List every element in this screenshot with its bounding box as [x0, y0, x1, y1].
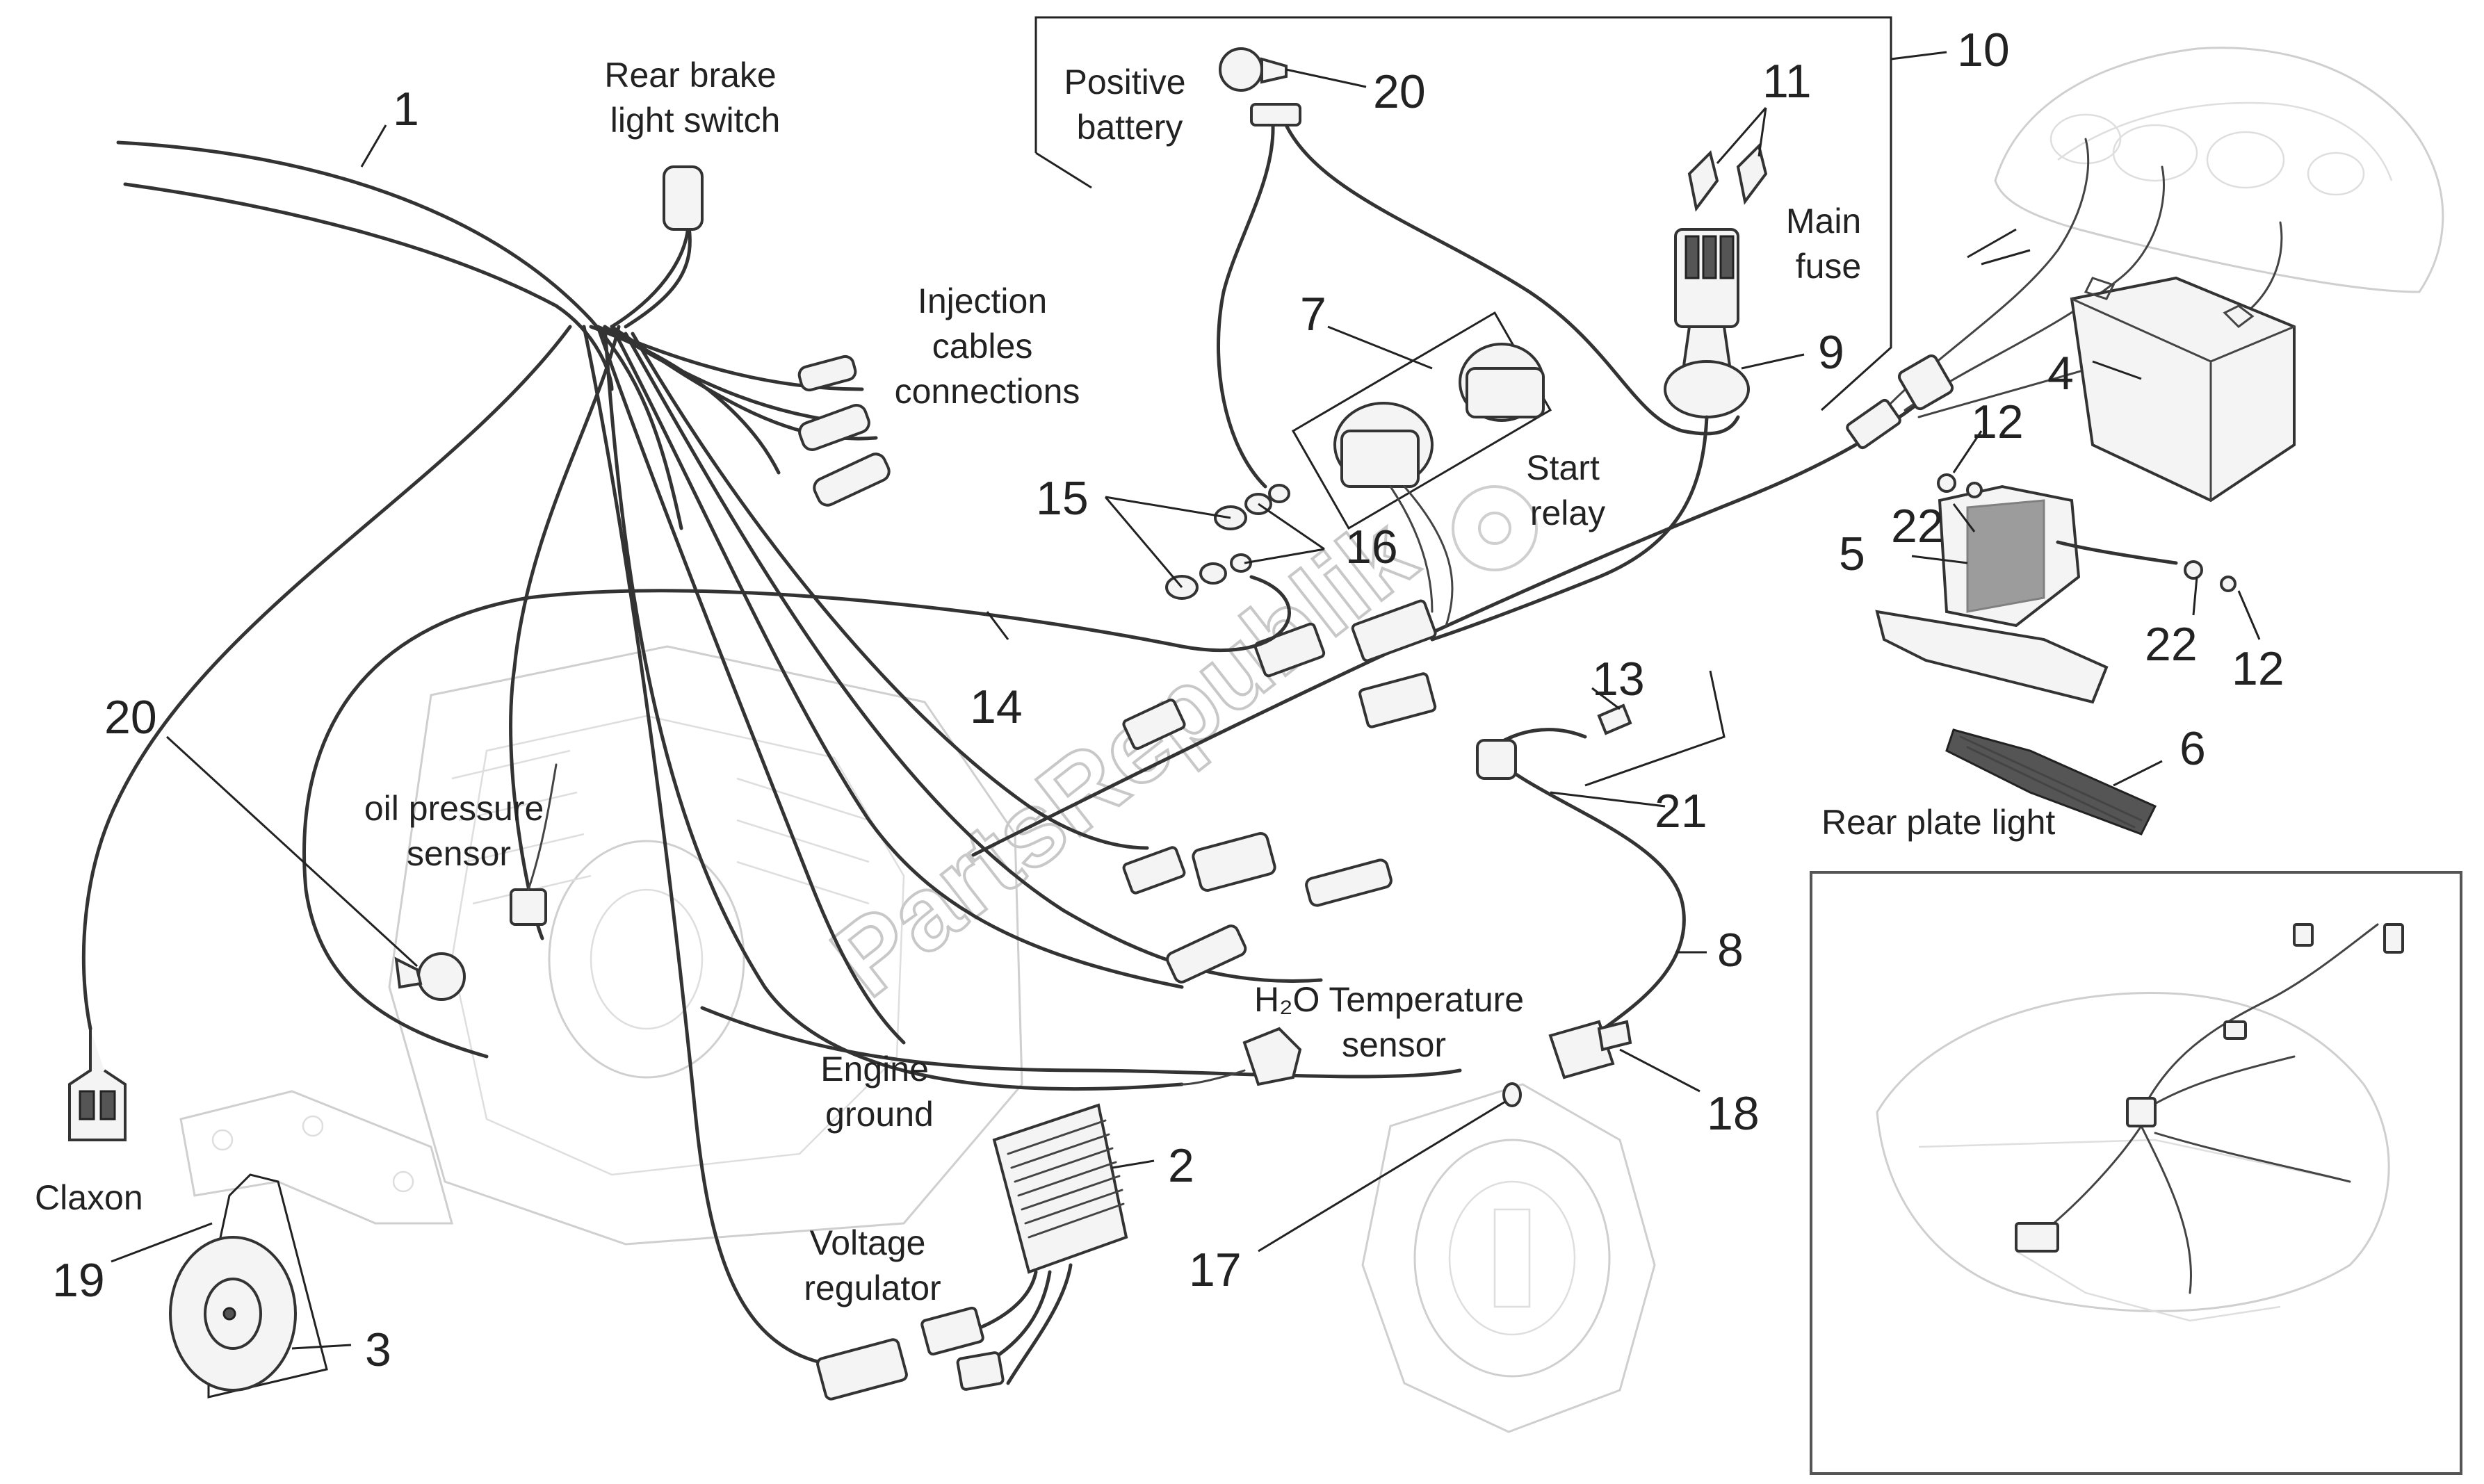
main-fuse-holder	[1430, 228, 1750, 642]
part-number-15: 15	[1036, 472, 1089, 525]
label-rear-plate-light: Rear plate light	[1821, 803, 2055, 842]
part-number-17: 17	[1189, 1244, 1242, 1296]
voltage-regulator	[816, 1103, 1128, 1401]
part-number-12b: 12	[2232, 642, 2284, 695]
leader-lines	[111, 51, 2261, 1350]
battery-bracket	[1875, 473, 2237, 704]
part-number-labels: 1 2 3 4 5 6 7 8 9 10 11 12 12 13 14 15 1…	[52, 24, 2284, 1376]
ground-cable-14	[302, 575, 1291, 1059]
part-number-22b: 22	[2145, 618, 2198, 671]
part-number-21: 21	[1655, 785, 1707, 838]
part-number-3: 3	[365, 1323, 391, 1376]
part-number-12a: 12	[1971, 396, 2024, 448]
part-number-14: 14	[970, 680, 1023, 733]
spare-fuses	[1687, 143, 1768, 212]
part-number-10: 10	[1957, 24, 2010, 76]
part-number-1: 1	[393, 83, 419, 136]
part-number-6: 6	[2179, 722, 2206, 775]
label-oil-pressure-sensor: oil pressure sensor	[364, 789, 553, 873]
battery	[2070, 276, 2296, 503]
overview-inset	[1810, 871, 2462, 1475]
label-voltage-regulator: Voltage regulator	[804, 1223, 941, 1307]
alternator-cover-outline	[1361, 1083, 1656, 1433]
label-claxon: Claxon	[35, 1178, 143, 1217]
part-number-9: 9	[1818, 326, 1844, 379]
label-start-relay: Start relay	[1526, 448, 1609, 532]
tail-connector-2	[1846, 398, 1901, 450]
label-engine-ground: Engine ground	[820, 1050, 939, 1134]
assembly-10-bracket	[1034, 16, 1892, 411]
label-h2o-temperature-sensor: H₂O Temperature sensor	[1254, 980, 1534, 1064]
label-main-fuse: Main fuse	[1786, 202, 1871, 286]
part-number-20-left: 20	[104, 691, 157, 744]
rear-frame-bracket	[179, 1090, 453, 1225]
h2o-temperature-sensor	[1180, 1027, 1302, 1086]
tail-fairing-outline	[1994, 47, 2444, 293]
cable-8-and-sensor-18	[1476, 728, 1686, 1107]
part-number-7: 7	[1300, 288, 1326, 341]
oil-pressure-sensor	[510, 763, 558, 926]
rear-plate-light	[1945, 728, 2157, 835]
part-number-18: 18	[1707, 1087, 1760, 1140]
claxon-horn	[68, 1029, 328, 1399]
terminal-cap-top	[1219, 47, 1288, 92]
watermark: PartsRepublik	[809, 494, 1437, 1020]
part-number-19: 19	[52, 1254, 105, 1307]
rear-brake-light-switch	[624, 165, 704, 329]
label-injection-cables-connections: Injection cables connections	[895, 282, 1080, 411]
start-relay	[1291, 311, 1552, 627]
harness-connectors	[797, 354, 1437, 984]
label-positive-battery: Positive battery	[1064, 63, 1196, 147]
part-number-4: 4	[2047, 347, 2074, 400]
watermark-text: PartsRepublik	[811, 495, 1436, 1019]
part-number-5: 5	[1839, 528, 1865, 580]
terminal-cap-left	[394, 952, 466, 1001]
part-number-11: 11	[1762, 55, 1812, 108]
tail-connector	[1897, 354, 1954, 411]
assembly-10-bracket-tail	[1035, 152, 1092, 189]
part-number-16: 16	[1345, 521, 1398, 573]
positive-battery-cable	[1217, 103, 1740, 489]
part-number-2: 2	[1168, 1139, 1194, 1192]
component-labels: Rear brake light switch Positive battery…	[35, 56, 2055, 1307]
part-number-20-top: 20	[1373, 65, 1426, 118]
main-wiring-harness	[81, 140, 1462, 1364]
label-rear-brake-light-switch: Rear brake light switch	[604, 56, 786, 140]
part-number-13: 13	[1592, 653, 1645, 706]
connector-13	[1584, 670, 1726, 787]
part-number-8: 8	[1717, 924, 1744, 977]
part-number-22a: 22	[1891, 500, 1944, 553]
gear-icon	[1452, 485, 1538, 571]
